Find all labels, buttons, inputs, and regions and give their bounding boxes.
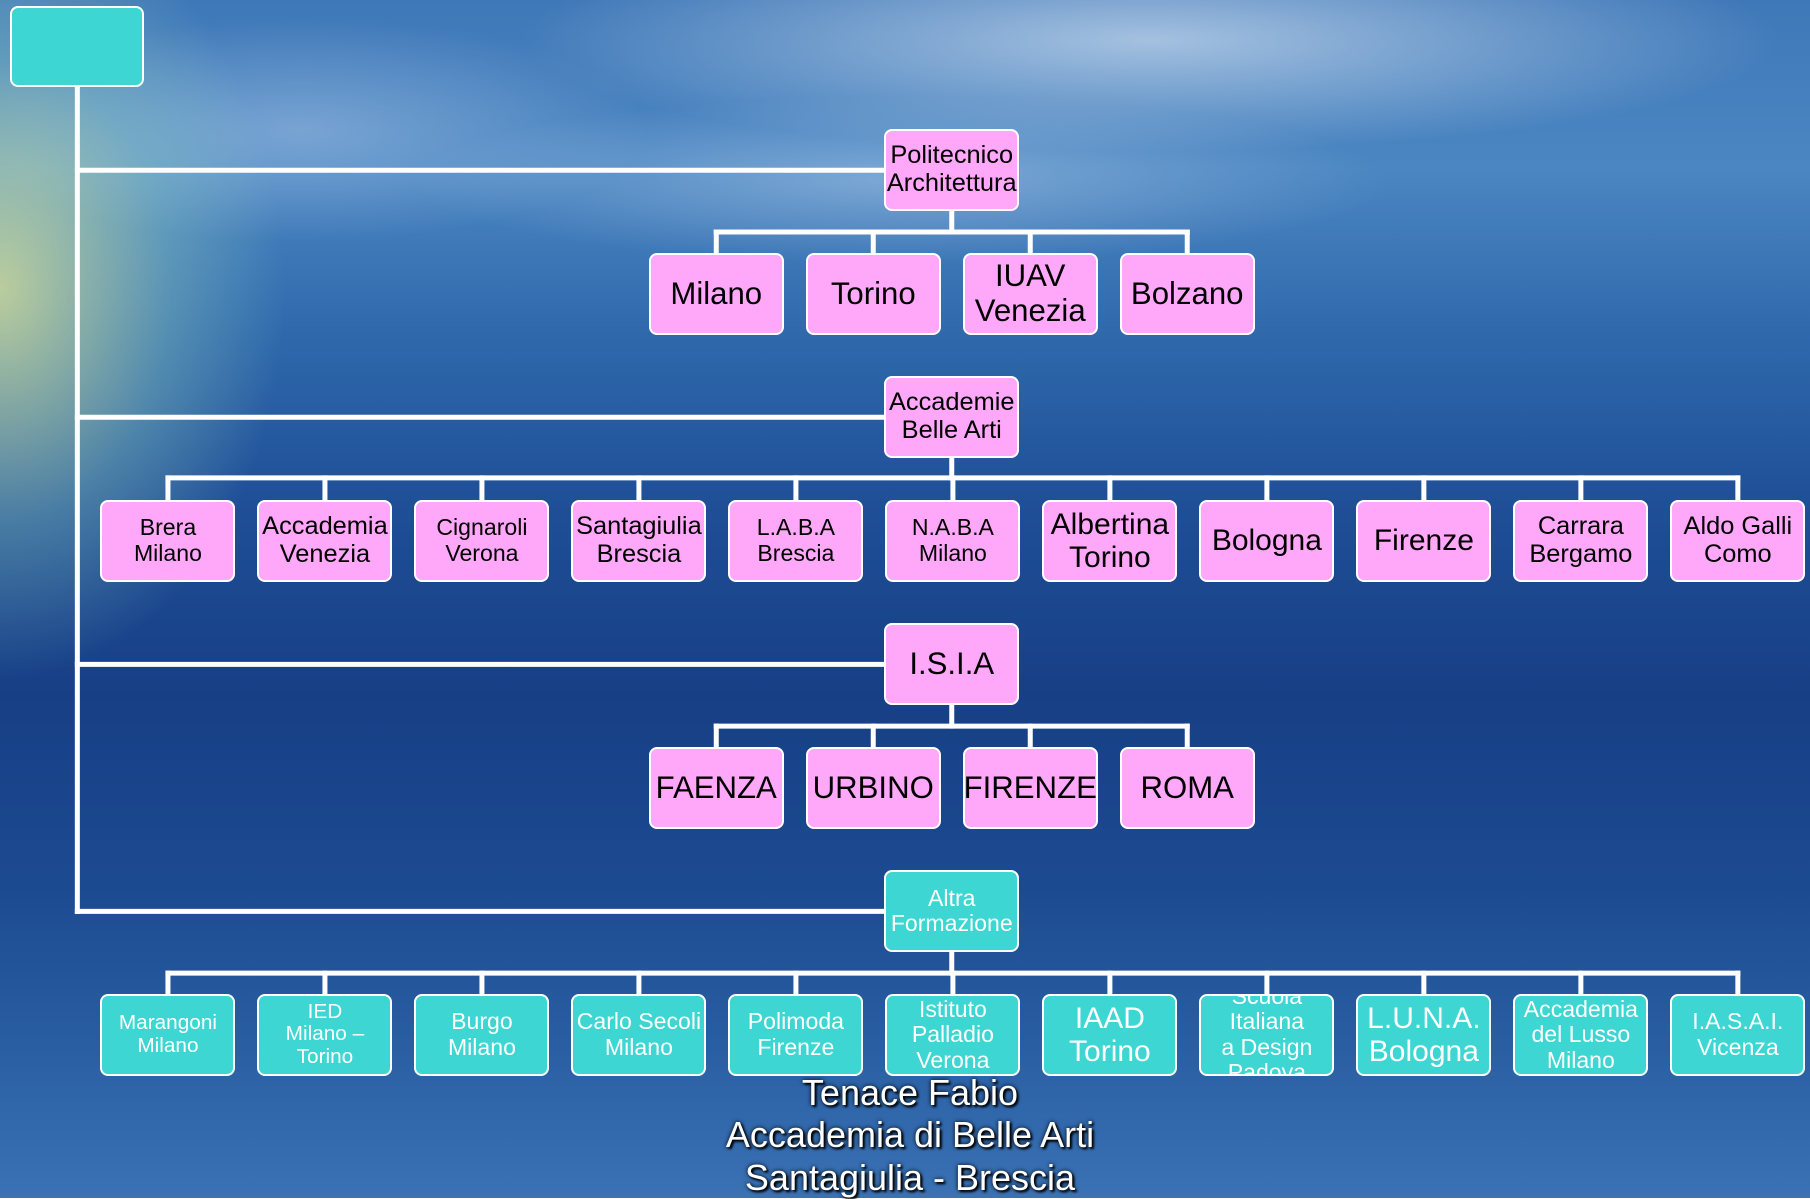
- child-node-polimoda-firenze: Polimoda Firenze: [728, 993, 864, 1076]
- child-node-milano-label: Milano: [670, 275, 763, 311]
- child-node-bologna-label: Bologna: [1211, 524, 1322, 558]
- child-node-torino-label: Torino: [830, 275, 916, 311]
- child-node-urbino: URBINO: [805, 746, 941, 829]
- child-node-l-u-n-a-bologna-label: L.U.N.A. Bologna: [1367, 1001, 1481, 1068]
- child-node-firenze-label: Firenze: [1373, 524, 1474, 558]
- child-node-accademia-del-lusso-milano: Accademia del Lusso Milano: [1513, 993, 1649, 1076]
- child-node-roma: ROMA: [1119, 746, 1255, 829]
- child-node-marangoni-milano-label: Marangoni Milano: [118, 1010, 217, 1057]
- child-node-n-a-b-a-milano-label: N.A.B.A Milano: [911, 514, 994, 566]
- branch-node-i-s-i-a-label: I.S.I.A: [909, 646, 995, 682]
- child-node-milano: Milano: [648, 252, 784, 335]
- child-node-santagiulia-brescia-label: Santagiulia Brescia: [576, 511, 702, 568]
- child-node-roma-label: ROMA: [1140, 769, 1234, 805]
- child-node-accademia-del-lusso-milano-label: Accademia del Lusso Milano: [1523, 995, 1638, 1073]
- author-institution: Accademia di Belle Arti: [725, 1114, 1095, 1156]
- child-node-scuola-italiana-a-design-padova-label: Scuola Italiana a Design Padova: [1221, 993, 1313, 1076]
- child-node-istituto-palladio-verona-label: Istituto Palladio Verona: [911, 995, 994, 1073]
- child-node-firenze-label: FIRENZE: [963, 769, 1097, 805]
- child-node-faenza-label: FAENZA: [655, 769, 777, 805]
- child-node-n-a-b-a-milano: N.A.B.A Milano: [885, 499, 1021, 582]
- child-node-iuav-venezia-label: IUAV Venezia: [974, 258, 1086, 328]
- child-node-brera-milano: Brera Milano: [100, 499, 236, 582]
- child-node-bolzano: Bolzano: [1119, 252, 1255, 335]
- author-credit: Tenace Fabio Accademia di Belle Arti San…: [600, 1072, 1220, 1199]
- child-node-i-a-s-a-i-vicenza: I.A.S.A.I. Vicenza: [1670, 993, 1806, 1076]
- author-name: Tenace Fabio: [801, 1072, 1019, 1113]
- child-node-firenze: FIRENZE: [962, 746, 1098, 829]
- child-node-burgo-milano: Burgo Milano: [414, 993, 550, 1076]
- child-node-cignaroli-verona-label: Cignaroli Verona: [436, 514, 528, 566]
- child-node-carrara-bergamo: Carrara Bergamo: [1513, 499, 1649, 582]
- child-node-firenze: Firenze: [1356, 499, 1492, 582]
- child-node-i-a-s-a-i-vicenza-label: I.A.S.A.I. Vicenza: [1692, 1008, 1784, 1060]
- child-node-iaad-torino-label: IAAD Torino: [1069, 1001, 1151, 1068]
- child-node-carrara-bergamo-label: Carrara Bergamo: [1529, 511, 1633, 568]
- child-node-urbino-label: URBINO: [812, 769, 934, 805]
- child-node-burgo-milano-label: Burgo Milano: [447, 1008, 516, 1060]
- child-node-albertina-torino: Albertina Torino: [1042, 499, 1178, 582]
- branch-node-accademie-belle-arti-label: Accademie Belle Arti: [888, 388, 1015, 445]
- child-node-santagiulia-brescia: Santagiulia Brescia: [571, 499, 707, 582]
- branch-node-politecnico-architettura: Politecnico Architettura: [884, 129, 1020, 212]
- branch-node-accademie-belle-arti: Accademie Belle Arti: [884, 376, 1020, 459]
- child-node-iaad-torino: IAAD Torino: [1042, 993, 1178, 1076]
- child-node-scuola-italiana-a-design-padova: Scuola Italiana a Design Padova: [1199, 993, 1335, 1076]
- child-node-ied-milano-torino-label: IED Milano – Torino: [285, 999, 365, 1069]
- child-node-marangoni-milano: Marangoni Milano: [100, 993, 236, 1076]
- child-node-accademia-venezia: Accademia Venezia: [257, 499, 393, 582]
- child-node-brera-milano-label: Brera Milano: [133, 514, 202, 566]
- child-node-accademia-venezia-label: Accademia Venezia: [262, 511, 388, 568]
- child-node-aldo-galli-como: Aldo Galli Como: [1670, 499, 1806, 582]
- branch-node-altra-formazione-label: Altra Formazione: [890, 884, 1013, 937]
- child-node-cignaroli-verona: Cignaroli Verona: [414, 499, 550, 582]
- child-node-l-u-n-a-bologna: L.U.N.A. Bologna: [1356, 993, 1492, 1076]
- branch-node-altra-formazione: Altra Formazione: [884, 870, 1020, 953]
- child-node-bologna: Bologna: [1199, 499, 1335, 582]
- child-node-iuav-venezia: IUAV Venezia: [962, 252, 1098, 335]
- child-node-torino: Torino: [805, 252, 941, 335]
- child-node-ied-milano-torino: IED Milano – Torino: [257, 993, 393, 1076]
- branch-node-politecnico-architettura-label: Politecnico Architettura: [886, 141, 1017, 198]
- child-node-istituto-palladio-verona: Istituto Palladio Verona: [885, 993, 1021, 1076]
- author-location: Santagiulia - Brescia: [744, 1156, 1076, 1198]
- branch-node-i-s-i-a: I.S.I.A: [884, 623, 1020, 706]
- child-node-aldo-galli-como-label: Aldo Galli Como: [1683, 511, 1793, 568]
- child-node-polimoda-firenze-label: Polimoda Firenze: [747, 1008, 844, 1060]
- child-node-carlo-secoli-milano: Carlo Secoli Milano: [571, 993, 707, 1076]
- root-node: [10, 5, 145, 87]
- child-node-bolzano-label: Bolzano: [1130, 275, 1244, 311]
- child-node-l-a-b-a-brescia-label: L.A.B.A Brescia: [756, 514, 836, 566]
- child-node-carlo-secoli-milano-label: Carlo Secoli Milano: [576, 1008, 702, 1060]
- child-node-faenza: FAENZA: [648, 746, 784, 829]
- child-node-albertina-torino-label: Albertina Torino: [1050, 507, 1170, 574]
- child-node-l-a-b-a-brescia: L.A.B.A Brescia: [728, 499, 864, 582]
